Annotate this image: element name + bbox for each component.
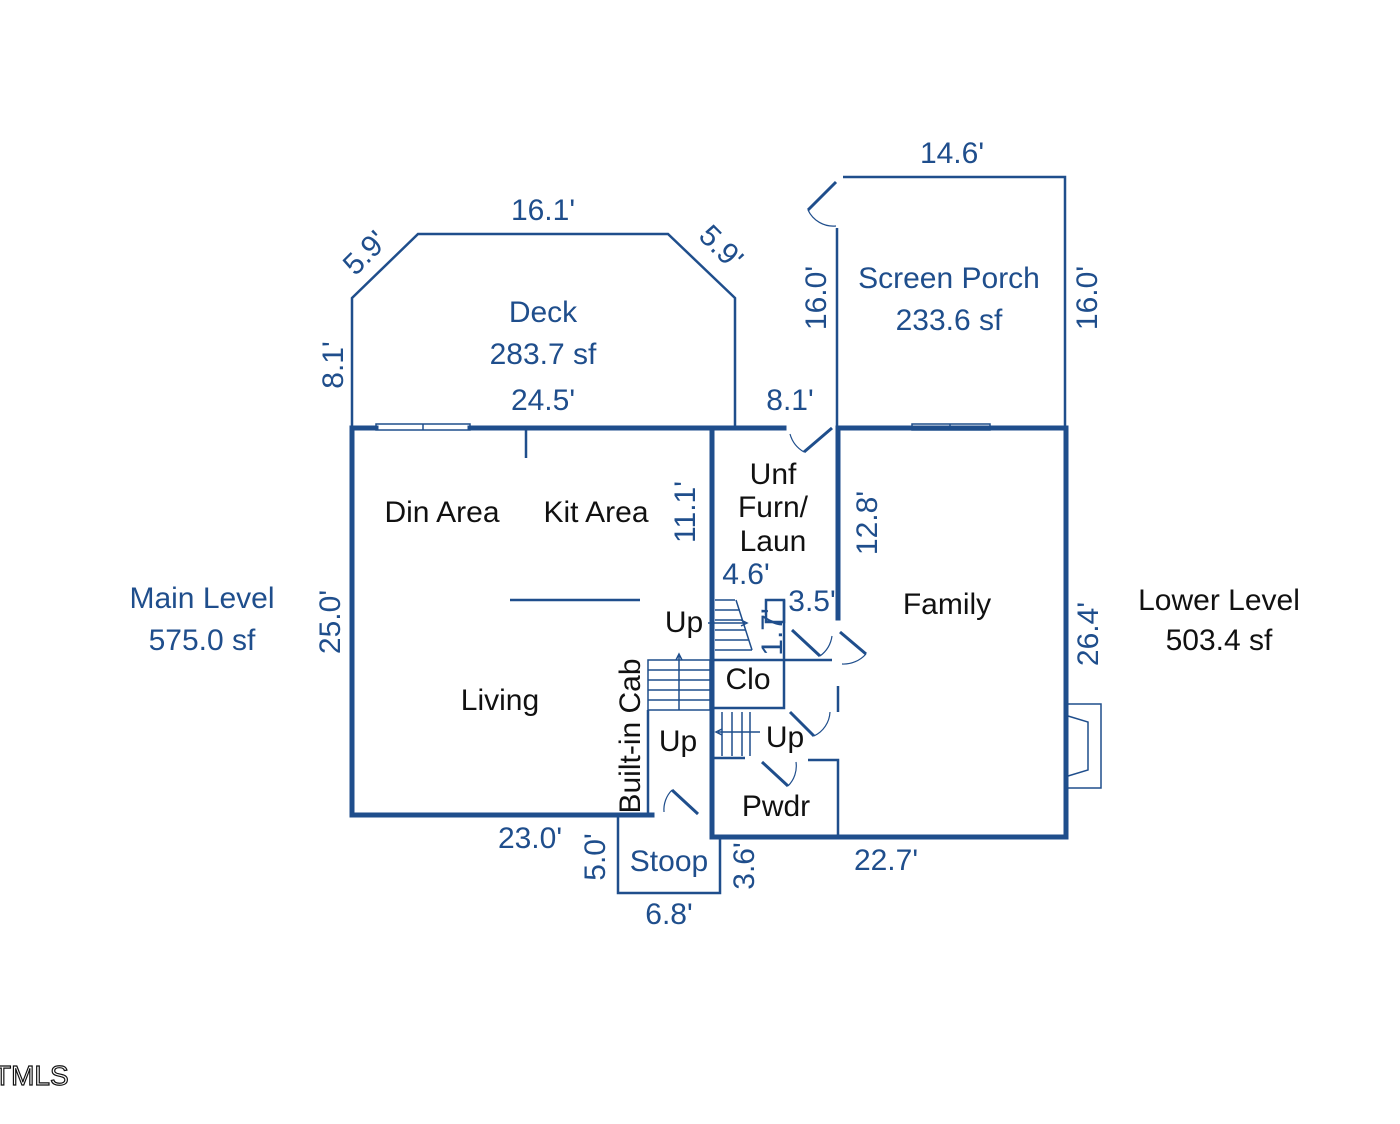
room-unf-line2: Furn/ xyxy=(738,491,809,524)
room-kit-area: Kit Area xyxy=(543,496,648,529)
dim-porch-left: 16.0' xyxy=(800,266,833,330)
dim-deck-left: 8.1' xyxy=(317,341,350,388)
screen-porch-outline xyxy=(806,175,1067,428)
lower-level-name: Lower Level xyxy=(1138,584,1300,617)
dim-deck-bottom: 24.5' xyxy=(511,384,575,417)
room-clo: Clo xyxy=(725,663,770,696)
dim-porch-top: 14.6' xyxy=(920,137,984,170)
deck-area: 283.7 sf xyxy=(490,338,597,371)
dim-clo-side: 1.7' xyxy=(756,608,789,655)
dim-kit-right: 11.1' xyxy=(669,481,702,543)
room-unf-line3: Laun xyxy=(740,525,807,558)
porch-area: 233.6 sf xyxy=(896,304,1003,337)
mls-watermark: TMLS xyxy=(0,1060,69,1091)
dim-stoop-left: 5.0' xyxy=(579,833,612,880)
dim-porch-right: 16.0' xyxy=(1071,266,1104,330)
label-built-in-cab: Built-in Cab xyxy=(614,658,647,813)
deck-outline xyxy=(350,232,737,428)
dim-deck-right-diag: 5.9' xyxy=(692,219,749,276)
dim-deck-left-diag: 5.9' xyxy=(337,225,394,282)
main-level-area: 575.0 sf xyxy=(149,624,256,657)
room-pwdr: Pwdr xyxy=(742,790,810,823)
lower-level-area: 503.4 sf xyxy=(1166,624,1273,657)
dim-stoop-right: 3.6' xyxy=(728,842,761,889)
deck-name: Deck xyxy=(509,296,578,329)
dim-laun-top: 8.1' xyxy=(766,384,813,417)
main-level-walls xyxy=(349,423,787,839)
dim-stoop-bottom: 6.8' xyxy=(645,898,692,931)
lower-level-walls xyxy=(709,423,1102,840)
room-stoop: Stoop xyxy=(630,845,708,878)
dim-lower-right: 26.4' xyxy=(1072,602,1105,666)
dim-main-left: 25.0' xyxy=(314,590,347,654)
dim-clo-top: 3.5' xyxy=(788,585,835,618)
room-unf-line1: Unf xyxy=(750,458,797,491)
stair-up-right: Up xyxy=(766,721,804,754)
dim-family-left: 12.8' xyxy=(851,491,884,555)
room-family: Family xyxy=(903,588,991,621)
room-din-area: Din Area xyxy=(384,496,499,529)
interior-doors xyxy=(663,628,867,816)
stair-up-top: Up xyxy=(665,606,703,639)
porch-name: Screen Porch xyxy=(858,262,1040,295)
dim-lower-bottom: 22.7' xyxy=(854,844,918,877)
dim-stair-top: 4.6' xyxy=(722,558,769,591)
dim-main-bottom: 23.0' xyxy=(498,822,562,855)
dim-deck-top: 16.1' xyxy=(511,194,575,227)
room-living: Living xyxy=(461,684,539,717)
stoop-outline xyxy=(616,815,722,895)
stairs xyxy=(647,599,760,756)
stair-up-left: Up xyxy=(659,725,697,758)
main-level-name: Main Level xyxy=(129,582,274,615)
